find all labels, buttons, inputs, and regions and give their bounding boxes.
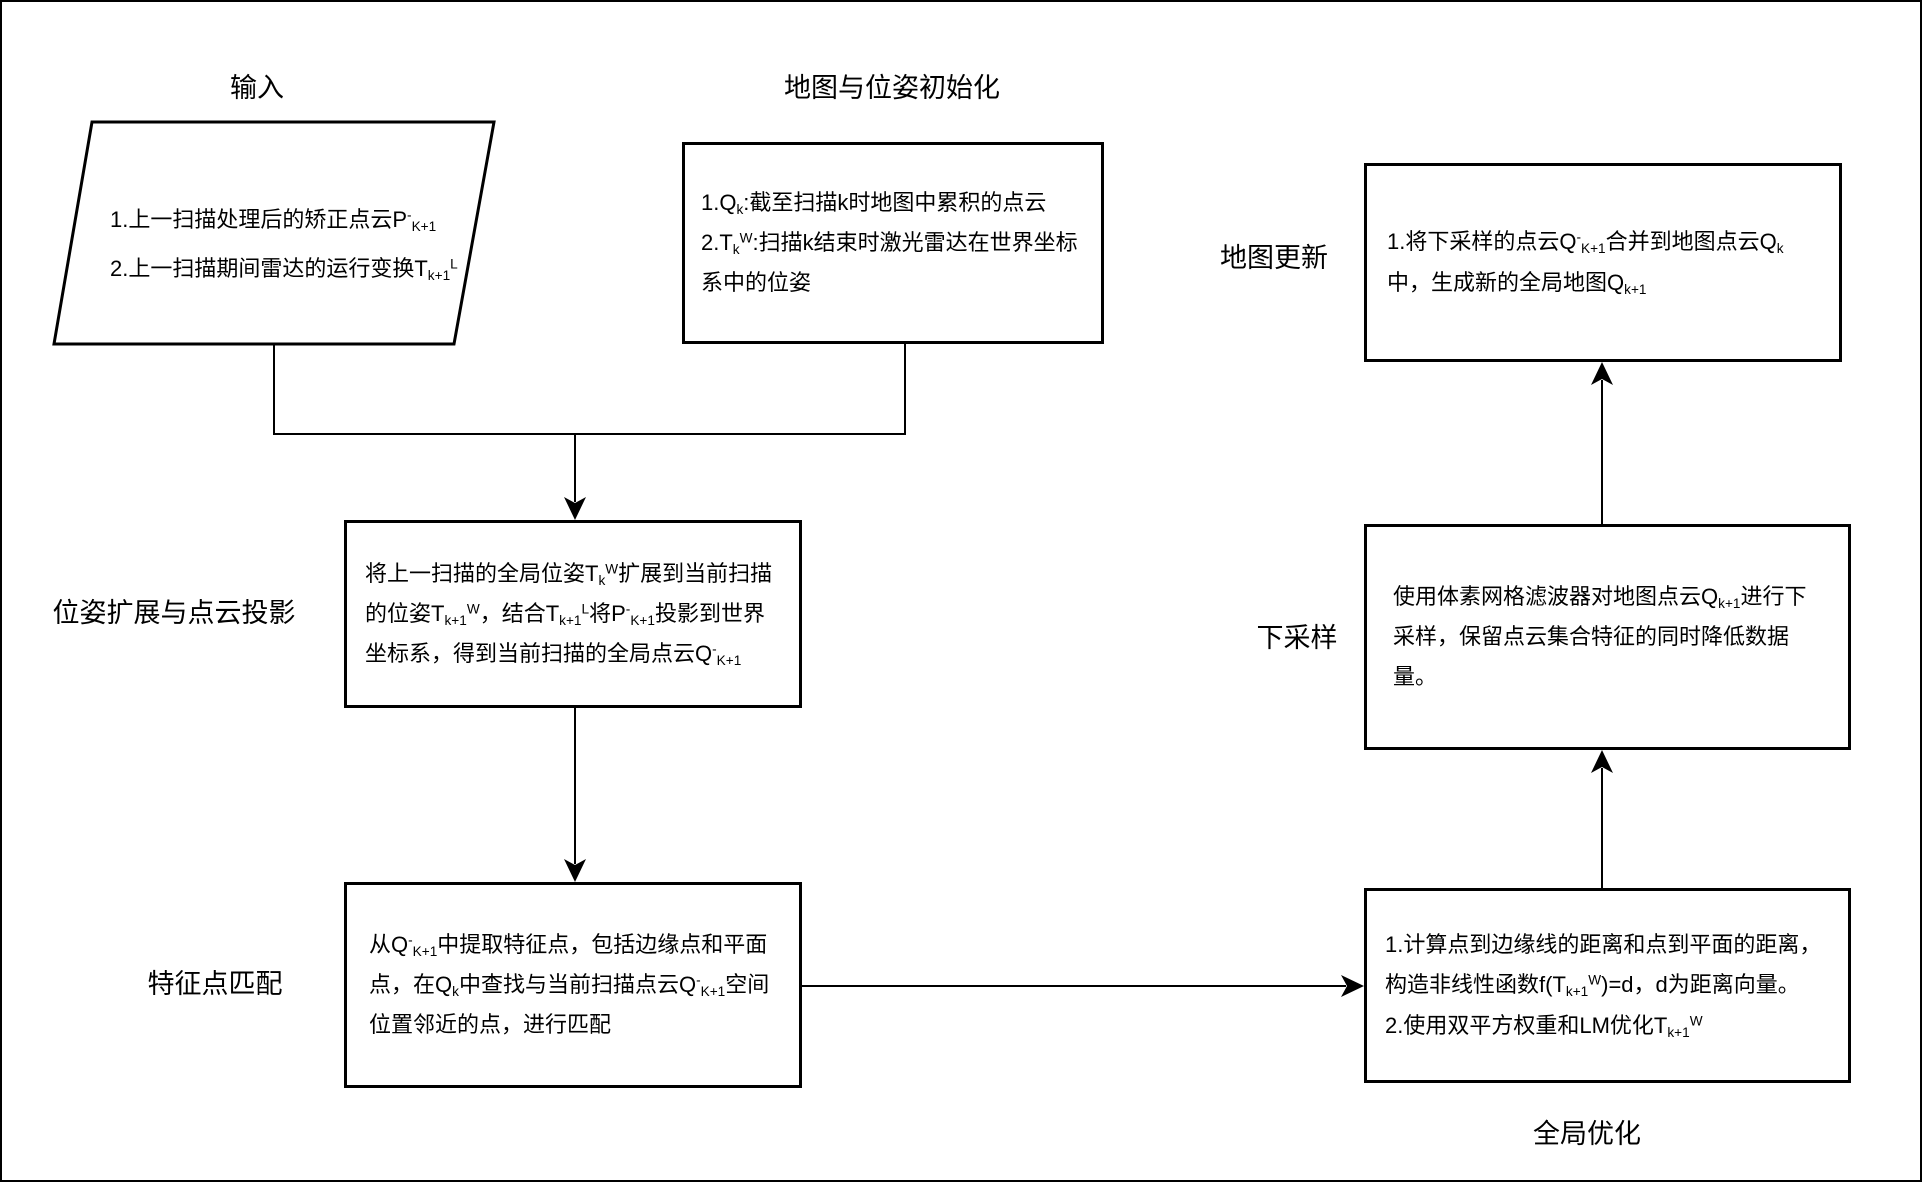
node-pose-extend: 将上一扫描的全局位姿TkW扩展到当前扫描的位姿Tk+1W，结合Tk+1L将P-K… xyxy=(344,520,802,708)
arrowhead-to-pose-extend xyxy=(564,497,586,520)
label-feature-match: 特征点匹配 xyxy=(147,969,283,999)
label-map-update: 地图更新 xyxy=(1220,243,1328,273)
label-pose-extend: 位姿扩展与点云投影 xyxy=(52,598,296,628)
label-downsample: 下采样 xyxy=(1256,623,1338,653)
input-node-text: 1.上一扫描处理后的矫正点云P-K+1 2.上一扫描期间雷达的运行变换Tk+1L xyxy=(98,154,486,334)
node-global-opt: 1.计算点到边缘线的距离和点到平面的距离，构造非线性函数f(Tk+1W)=d，d… xyxy=(1364,888,1851,1083)
map-init-line-1: 1.Qk:截至扫描k时地图中累积的点云 xyxy=(701,189,1047,217)
node-map-init: 1.Qk:截至扫描k时地图中累积的点云 2.TkW:扫描k结束时激光雷达在世界坐… xyxy=(682,142,1104,344)
feature-match-line-1: 从Q-K+1中提取特征点，包括边缘点和平面点，在Qk中查找与当前扫描点云Q-K+… xyxy=(369,931,770,1038)
downsample-line-1: 使用体素网格滤波器对地图点云Qk+1进行下采样，保留点云集合特征的同时降低数据量… xyxy=(1393,583,1807,690)
global-opt-line-2: 2.使用双平方权重和LM优化Tk+1W xyxy=(1385,1012,1703,1040)
arrowhead-to-feature-match xyxy=(564,859,586,882)
pose-extend-line-1: 将上一扫描的全局位姿TkW扩展到当前扫描的位姿Tk+1W，结合Tk+1L将P-K… xyxy=(365,560,773,668)
map-init-line-2: 2.TkW:扫描k结束时激光雷达在世界坐标系中的位姿 xyxy=(701,229,1078,296)
input-line-2: 2.上一扫描期间雷达的运行变换Tk+1L xyxy=(110,256,458,283)
arrowhead-to-downsample xyxy=(1591,750,1613,773)
label-global-opt: 全局优化 xyxy=(1533,1119,1641,1149)
input-parallelogram xyxy=(52,120,496,346)
arrowhead-to-map-update xyxy=(1591,362,1613,385)
node-map-update: 1.将下采样的点云Q-K+1合并到地图点云Qk中，生成新的全局地图Qk+1 xyxy=(1364,163,1842,362)
arrowhead-to-global-opt xyxy=(1341,975,1364,997)
node-feature-match: 从Q-K+1中提取特征点，包括边缘点和平面点，在Qk中查找与当前扫描点云Q-K+… xyxy=(344,882,802,1088)
label-input: 输入 xyxy=(230,73,284,103)
input-line-1: 1.上一扫描处理后的矫正点云P-K+1 xyxy=(110,207,437,234)
node-downsample: 使用体素网格滤波器对地图点云Qk+1进行下采样，保留点云集合特征的同时降低数据量… xyxy=(1364,524,1851,750)
global-opt-line-1: 1.计算点到边缘线的距离和点到平面的距离，构造非线性函数f(Tk+1W)=d，d… xyxy=(1385,932,1822,1000)
map-update-line-1: 1.将下采样的点云Q-K+1合并到地图点云Qk中，生成新的全局地图Qk+1 xyxy=(1387,229,1784,297)
label-map-init: 地图与位姿初始化 xyxy=(784,73,1000,103)
